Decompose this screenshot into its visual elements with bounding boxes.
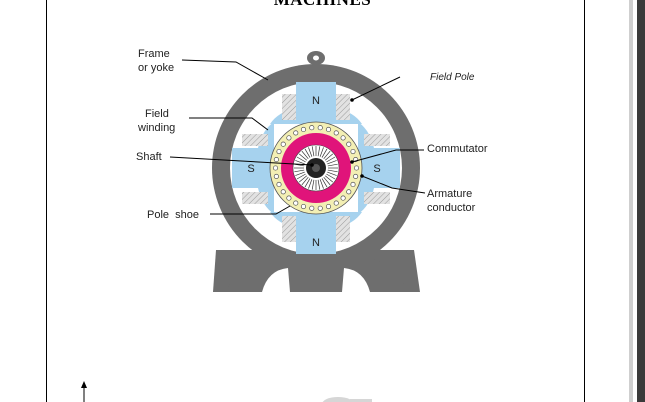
window-edge: [637, 0, 645, 402]
armature-conductor-slot: [317, 205, 323, 211]
commutator-segment: [321, 178, 328, 188]
armature-conductor-slot: [350, 148, 356, 155]
pole-right-letter: S: [373, 163, 380, 175]
armature-conductor-slot: [280, 189, 286, 195]
armature-conductor-slot: [276, 181, 282, 188]
armature-conductor-slot: [340, 135, 346, 141]
armature-conductor-slot: [293, 130, 299, 136]
armature-conductors: [272, 125, 360, 211]
armature-conductor-slot: [272, 165, 279, 171]
armature-conductor-slot: [317, 125, 323, 131]
next-figure-partial: [81, 381, 372, 402]
commutator-segment: [326, 156, 336, 163]
label-field-winding-line1: Field: [145, 108, 169, 120]
leader-dots: [310, 98, 364, 178]
label-armature-line2: conductor: [427, 202, 476, 214]
armature-conductor-slot: [309, 205, 315, 211]
commutator-segment: [327, 169, 338, 173]
armature-conductor-slot: [346, 189, 352, 195]
label-field-winding-line2: winding: [137, 122, 175, 134]
label-armature-line1: Armature: [427, 188, 472, 200]
pole-bottom-letter: N: [312, 237, 320, 249]
commutator-segment: [324, 175, 334, 183]
armature-conductor-slot: [309, 125, 315, 131]
commutator-segment: [323, 150, 331, 160]
commutator-segment: [295, 160, 305, 165]
armature-conductor-slot: [333, 200, 339, 206]
commutator-segment: [308, 179, 313, 189]
armature-conductor-slot: [325, 126, 332, 133]
commutator-segment: [319, 179, 324, 189]
field-winding-blocks: [242, 94, 390, 242]
commutator-segment: [294, 169, 305, 173]
commutator-segment: [304, 148, 311, 158]
armature-conductor-slot: [325, 203, 332, 210]
armature-conductor-slot: [286, 195, 292, 201]
commutator-segment: [321, 148, 328, 158]
armature-conductor-slot: [340, 195, 346, 201]
armature-conductor-slot: [276, 148, 282, 155]
commutator-segment: [301, 176, 309, 186]
commutator-segment: [317, 146, 321, 157]
commutator-segment: [298, 153, 308, 161]
armature: [269, 121, 363, 215]
armature-conductor-slot: [346, 141, 352, 147]
section-heading: MACHINES: [0, 0, 645, 10]
label-commutator: Commutator: [427, 143, 488, 155]
commutator-segment: [319, 147, 324, 157]
page-right-border: [584, 0, 585, 402]
commutator-segment: [308, 147, 313, 157]
commutator-segment: [298, 175, 308, 183]
label-pole-shoe: Pole shoe: [147, 209, 199, 221]
label-frame-line2: or yoke: [138, 62, 174, 74]
page-left-border: [46, 0, 47, 402]
commutator-segment: [326, 173, 336, 180]
armature-conductor-slot: [333, 130, 339, 136]
armature-conductor-slot: [300, 126, 307, 133]
armature-conductor-slot: [350, 181, 356, 188]
armature-conductor-slot: [353, 165, 360, 171]
commutator-segment: [311, 146, 315, 157]
commutator-segment: [327, 171, 337, 176]
armature-conductor-slot: [273, 157, 279, 163]
commutator-segment: [324, 153, 334, 161]
label-frame-line1: Frame: [138, 48, 170, 60]
armature-conductor-slot: [273, 173, 279, 179]
commutator-segment: [295, 171, 305, 176]
armature-conductor-slot: [293, 200, 299, 206]
lifting-eye: [307, 51, 325, 65]
pole-top-letter: N: [312, 95, 320, 107]
commutator-segment: [301, 150, 309, 160]
armature-conductor-slot: [286, 135, 292, 141]
leader-lines: [169, 59, 426, 215]
label-field-pole: Field Pole: [430, 72, 475, 83]
commutator-segment: [296, 156, 306, 163]
pole-left-letter: S: [247, 163, 254, 175]
commutator-segment: [323, 176, 331, 186]
armature-conductor-slot: [353, 173, 359, 179]
armature-conductor-slot: [280, 141, 286, 147]
commutator-segment: [304, 178, 311, 188]
commutator-segment: [327, 160, 337, 165]
label-shaft: Shaft: [136, 151, 162, 163]
armature-conductor-slot: [300, 203, 307, 210]
commutator-segment: [311, 179, 315, 190]
commutator-segment: [327, 163, 338, 167]
commutator-segment: [317, 179, 321, 190]
commutator-segment: [296, 173, 306, 180]
scrollbar-track[interactable]: [629, 0, 633, 402]
